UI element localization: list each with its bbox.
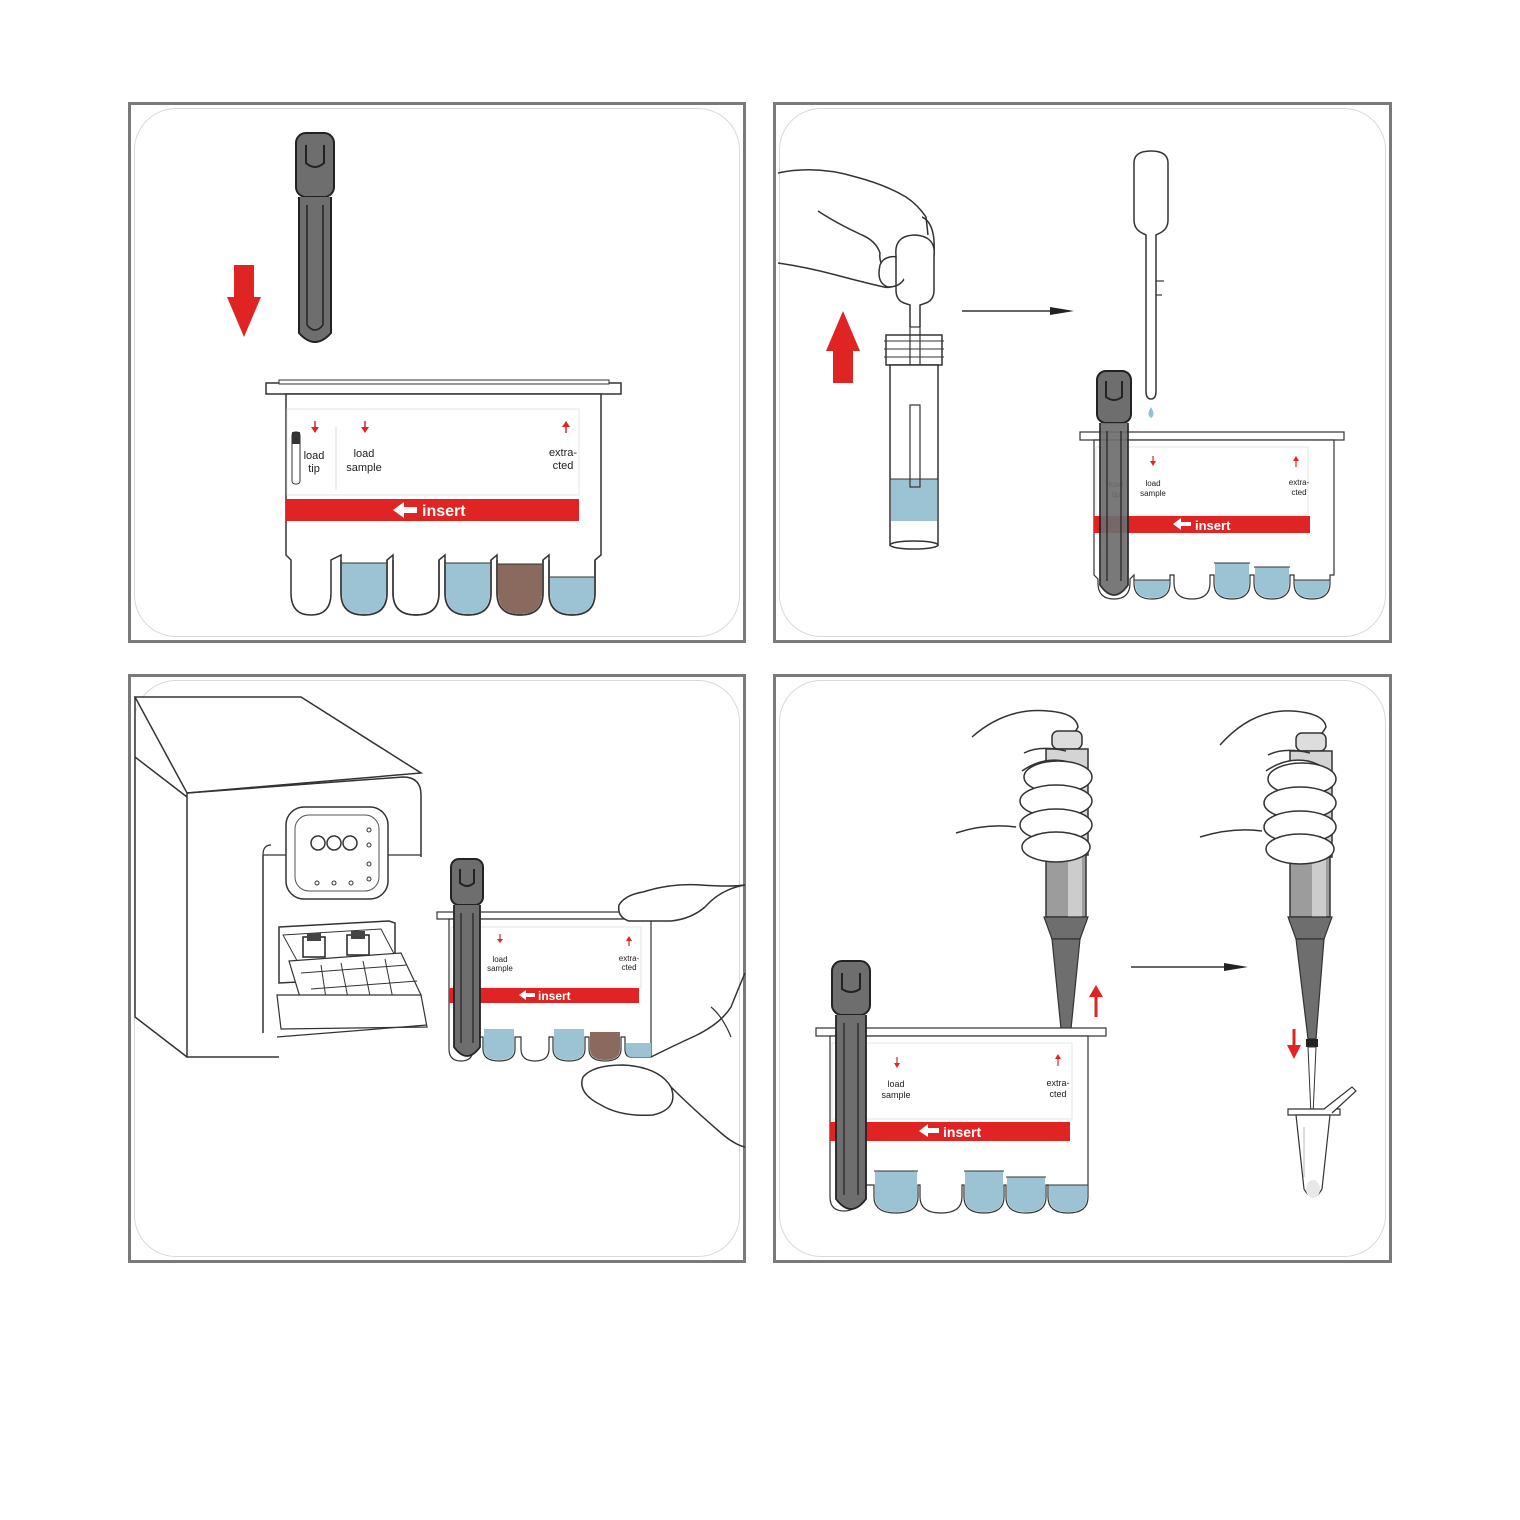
sample-tray bbox=[276, 928, 428, 1038]
extracted-label: cted bbox=[1049, 1089, 1066, 1099]
insert-banner-label: insert bbox=[422, 503, 466, 520]
load-sample-label: load bbox=[887, 1079, 904, 1089]
load-sample-label: sample bbox=[487, 964, 513, 973]
step-3-panel: load tip load sample extra- cted insert bbox=[128, 674, 746, 1263]
step-1-panel: load tip load sample extra- cted insert bbox=[128, 102, 746, 643]
panel-rounded-frame bbox=[779, 680, 1386, 1257]
load-tip-label: tip bbox=[308, 463, 320, 475]
hand-icon bbox=[1019, 747, 1093, 863]
step-1-illustration: load tip load sample extra- cted insert bbox=[227, 132, 622, 616]
load-sample-label: load bbox=[354, 448, 375, 460]
extracted-label: extra- bbox=[549, 447, 577, 459]
tip-comb-icon bbox=[1096, 370, 1132, 596]
panel-rounded-frame bbox=[779, 108, 1386, 637]
indicator-icon bbox=[326, 835, 342, 851]
red-arrow-down-small-icon bbox=[497, 934, 503, 943]
load-sample-label: sample bbox=[346, 462, 381, 474]
extracted-label: extra- bbox=[1289, 478, 1310, 487]
microcentrifuge-tube-icon bbox=[1287, 1086, 1357, 1198]
insert-banner bbox=[830, 1122, 1070, 1141]
red-arrow-up-icon bbox=[1089, 985, 1103, 1017]
panel-rounded-frame bbox=[134, 108, 740, 637]
extracted-label: extra- bbox=[1046, 1078, 1069, 1088]
tip-comb-icon bbox=[831, 960, 871, 1210]
black-arrow-right-icon bbox=[1131, 963, 1248, 971]
tip-comb-icon bbox=[295, 132, 335, 343]
sample-tube bbox=[884, 334, 944, 550]
cartridge: load tip load sample extra- cted insert bbox=[436, 911, 652, 1062]
black-arrow-right-icon bbox=[962, 307, 1074, 315]
insert-banner-label: insert bbox=[538, 989, 571, 1003]
insert-banner-label: insert bbox=[943, 1124, 981, 1140]
extracted-label: cted bbox=[621, 963, 636, 972]
red-arrow-down-icon bbox=[1287, 1029, 1301, 1059]
insert-banner bbox=[449, 988, 639, 1003]
dropper-pipette-icon bbox=[1133, 150, 1169, 418]
red-arrow-down-small-icon bbox=[361, 421, 369, 433]
indicator-icon bbox=[310, 835, 326, 851]
insert-banner-label: insert bbox=[1195, 518, 1231, 533]
load-sample-label: sample bbox=[881, 1090, 910, 1100]
cartridge: load tip load sample extra- cted insert bbox=[815, 1027, 1107, 1214]
extracted-label: extra- bbox=[619, 954, 640, 963]
red-arrow-up-icon bbox=[826, 311, 860, 383]
insert-banner bbox=[286, 499, 579, 521]
load-tip-label: load bbox=[304, 450, 325, 462]
load-sample-label: load bbox=[492, 955, 507, 964]
step-4-panel: load tip load sample extra- cted insert bbox=[773, 674, 1392, 1263]
red-arrow-down-small-icon bbox=[894, 1057, 900, 1068]
white-arrow-left-icon bbox=[519, 990, 535, 1000]
step-2-illustration: load tip load sample extra- cted insert bbox=[777, 150, 1345, 600]
extracted-label: cted bbox=[553, 460, 574, 472]
step-2-panel: load tip load sample extra- cted insert bbox=[773, 102, 1392, 643]
indicator-icon bbox=[342, 835, 358, 851]
insert-banner bbox=[1094, 516, 1310, 533]
white-arrow-left-icon bbox=[919, 1124, 939, 1137]
step-3-illustration: load tip load sample extra- cted insert bbox=[133, 696, 746, 1148]
white-arrow-left-icon bbox=[1173, 518, 1191, 530]
tip-comb-icon bbox=[450, 858, 484, 1057]
red-arrow-up-small-icon bbox=[562, 421, 570, 433]
red-arrow-down-icon bbox=[227, 265, 261, 337]
step-4-illustration: load tip load sample extra- cted insert bbox=[815, 709, 1357, 1214]
red-arrow-down-small-icon bbox=[311, 421, 319, 433]
hand-icon bbox=[1263, 749, 1337, 865]
load-sample-label: sample bbox=[1140, 489, 1166, 498]
load-sample-label: load bbox=[1145, 479, 1160, 488]
red-arrow-up-small-icon bbox=[1293, 456, 1299, 467]
extracted-label: cted bbox=[1291, 488, 1306, 497]
hand-icon bbox=[581, 883, 746, 1148]
cartridge: load tip load sample extra- cted insert bbox=[1079, 431, 1345, 600]
red-arrow-down-small-icon bbox=[1150, 456, 1156, 466]
white-arrow-left-icon bbox=[393, 502, 417, 518]
red-arrow-up-small-icon bbox=[1055, 1054, 1061, 1066]
extraction-instrument bbox=[133, 696, 428, 1058]
red-arrow-up-small-icon bbox=[626, 936, 632, 946]
cartridge: load tip load sample extra- cted insert bbox=[265, 379, 622, 616]
